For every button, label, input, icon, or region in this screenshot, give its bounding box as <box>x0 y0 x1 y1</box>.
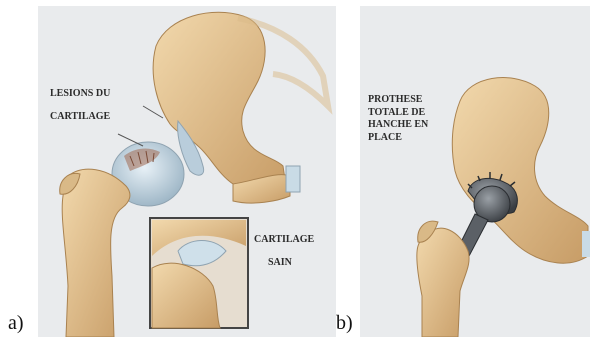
panel-a-label: a) <box>8 312 24 335</box>
lesion-pointer-2 <box>118 134 143 146</box>
caption-lesions-line2: CARTILAGE <box>50 111 110 124</box>
panel-b-illustration: PROTHESE TOTALE DE HANCHE EN PLACE <box>360 6 590 337</box>
panel-a-illustration: LESIONS DU CARTILAGE CARTILAGE SAIN <box>38 6 336 337</box>
femur-bone <box>62 169 130 337</box>
caption-prosthesis-line2: TOTALE DE <box>368 107 428 120</box>
pubic-joint <box>582 231 590 257</box>
caption-prosthesis-line1: PROTHESE <box>368 94 428 107</box>
caption-prosthesis-line3: HANCHE EN <box>368 119 428 132</box>
caption-lesions-line1: LESIONS DU <box>50 88 110 101</box>
hip-prosthesis-illustration <box>360 6 590 337</box>
caption-healthy-line2: SAIN <box>268 257 314 270</box>
caption-healthy-cartilage: CARTILAGE SAIN <box>254 234 314 269</box>
caption-healthy-line1: CARTILAGE <box>254 234 314 247</box>
healthy-cartilage-inset <box>150 218 248 328</box>
caption-prosthesis: PROTHESE TOTALE DE HANCHE EN PLACE <box>368 94 428 144</box>
lesion-pointer <box>143 106 163 118</box>
caption-prosthesis-line4: PLACE <box>368 132 428 145</box>
pubic-joint <box>286 166 300 192</box>
caption-lesions: LESIONS DU CARTILAGE <box>50 88 110 123</box>
panel-b-label: b) <box>336 312 353 335</box>
hip-lesion-illustration <box>38 6 336 337</box>
femur-bone <box>417 228 469 337</box>
